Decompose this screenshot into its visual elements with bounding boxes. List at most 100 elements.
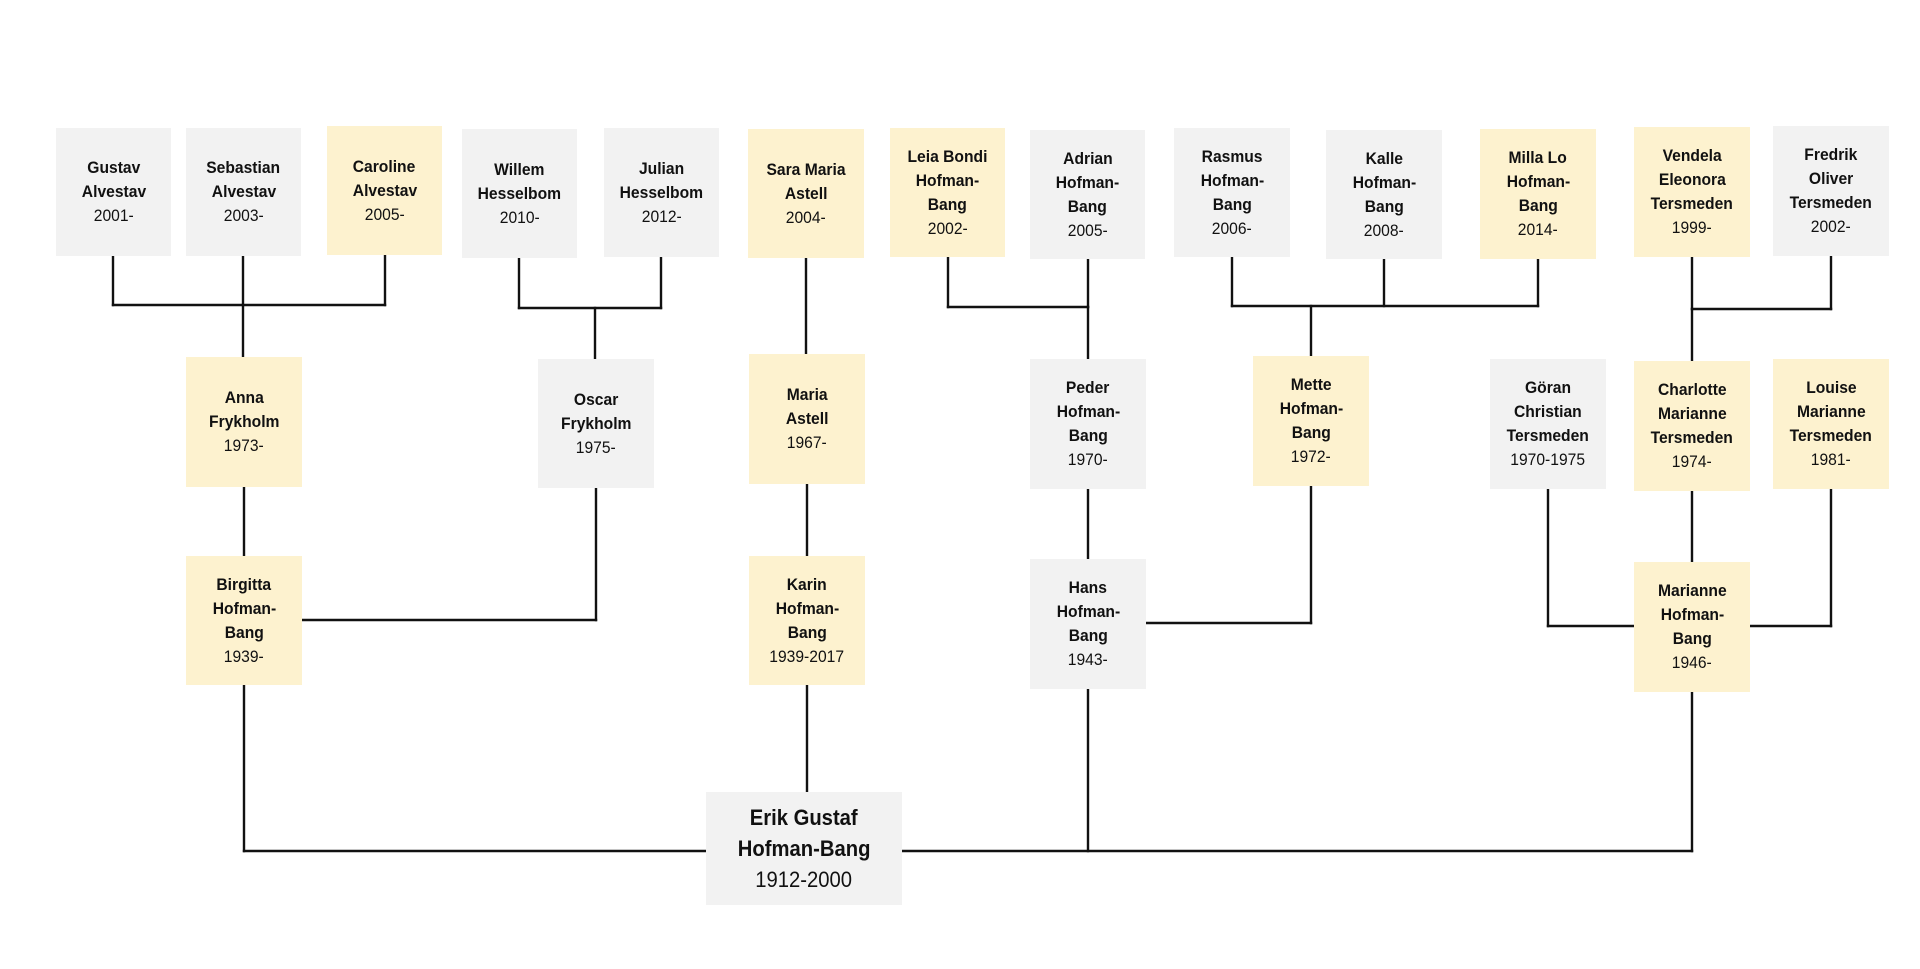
person-years: 2003-: [223, 206, 264, 225]
person-name: Bang: [1364, 196, 1404, 216]
person-name: Marianne: [1657, 404, 1727, 423]
person-mette-hofman-bang: Mette Hofman- Bang 1972-: [1253, 356, 1369, 486]
person-name: Hofman-: [775, 598, 839, 618]
person-years: 2006-: [1211, 218, 1252, 238]
person-name: Alvestav: [352, 180, 417, 200]
person-adrian-hofman-bang: Adrian Hofman- Bang 2005-: [1030, 130, 1145, 259]
person-years: 1981-: [1810, 450, 1851, 469]
person-sebastian-alvestav: Sebastian Alvestav 2003-: [186, 128, 301, 256]
person-willem-hesselbom: Willem Hesselbom 2010-: [462, 129, 577, 258]
person-name: Adrian: [1062, 148, 1113, 168]
person-years: 2014-: [1517, 220, 1558, 239]
person-years: 1999-: [1671, 218, 1712, 237]
person-caroline-alvestav: Caroline Alvestav 2005-: [327, 126, 442, 255]
person-years: 2002-: [1810, 217, 1851, 236]
person-name: Louise: [1805, 378, 1857, 397]
person-julian-hesselbom: Julian Hesselbom 2012-: [604, 128, 719, 257]
person-years: 2002-: [927, 218, 968, 238]
person-goran-christian-tersmeden: Göran Christian Tersmeden 1970-1975: [1490, 359, 1606, 489]
person-name: Hofman-Bang: [737, 836, 871, 861]
person-oscar-frykholm: Oscar Frykholm 1975-: [538, 359, 654, 488]
person-milla-lo-hofman-bang: Milla Lo Hofman- Bang 2014-: [1480, 129, 1596, 259]
person-name: Julian: [638, 158, 685, 178]
person-name: Maria: [786, 385, 828, 404]
person-name: Oscar: [573, 389, 619, 409]
person-name: Tersmeden: [1789, 193, 1873, 212]
person-years: 1946-: [1671, 653, 1712, 672]
person-charlotte-marianne-tersmeden: Charlotte Marianne Tersmeden 1974-: [1634, 361, 1750, 491]
person-name: Tersmeden: [1789, 426, 1873, 445]
person-fredrik-oliver-tersmeden: Fredrik Oliver Tersmeden 2002-: [1773, 126, 1889, 256]
person-years: 2004-: [785, 207, 826, 227]
person-years: 1943-: [1067, 650, 1108, 669]
person-years: 1972-: [1290, 447, 1331, 466]
person-years: 2012-: [641, 206, 682, 226]
person-name: Sebastian: [206, 158, 281, 177]
person-name: Caroline: [353, 156, 416, 176]
person-vendela-eleonora-tersmeden: Vendela Eleonora Tersmeden 1999-: [1634, 127, 1750, 257]
person-peder-hofman-bang: Peder Hofman- Bang 1970-: [1030, 359, 1146, 489]
person-name: Hofman-: [1279, 399, 1343, 418]
person-rasmus-hofman-bang: Rasmus Hofman- Bang 2006-: [1174, 128, 1290, 257]
person-name: Charlotte: [1657, 380, 1727, 399]
person-name: Hofman-: [1506, 172, 1570, 191]
person-anna-frykholm: Anna Frykholm 1973-: [186, 357, 302, 487]
person-gustav-alvestav: Gustav Alvestav 2001-: [56, 128, 171, 256]
person-name: Frykholm: [208, 412, 280, 431]
person-name: Kalle: [1365, 148, 1403, 168]
person-name: Hofman-: [212, 598, 276, 618]
person-name: Birgitta: [216, 574, 272, 594]
person-name: Hofman-: [1352, 172, 1416, 192]
person-sara-maria-astell: Sara Maria Astell 2004-: [748, 129, 864, 258]
person-name: Bang: [1291, 423, 1331, 442]
person-years: 2010-: [499, 207, 540, 227]
person-name: Leia Bondi: [907, 146, 988, 166]
person-name: Christian: [1514, 402, 1582, 421]
person-name: Hofman-: [1055, 172, 1120, 192]
person-erik-gustaf-hofman-bang: Erik Gustaf Hofman-Bang 1912-2000: [706, 792, 902, 905]
person-name: Milla Lo: [1508, 148, 1568, 167]
person-name: Marianne: [1657, 581, 1727, 600]
person-name: Oliver: [1808, 169, 1854, 188]
person-name: Erik Gustaf: [750, 805, 858, 830]
person-years: 1974-: [1671, 452, 1712, 471]
person-name: Mette: [1290, 375, 1332, 394]
person-name: Hofman-: [1056, 602, 1120, 621]
person-name: Gustav: [86, 158, 141, 177]
person-name: Bang: [1067, 196, 1108, 216]
person-years: 1967-: [786, 433, 827, 452]
person-name: Hans: [1068, 578, 1108, 597]
person-name: Marianne: [1796, 402, 1866, 421]
person-name: Bang: [1068, 626, 1108, 645]
person-name: Hofman-: [1660, 605, 1724, 624]
person-name: Willem: [494, 159, 545, 179]
person-name: Anna: [224, 388, 264, 407]
person-years: 2008-: [1363, 220, 1404, 240]
person-years: 2005-: [364, 204, 405, 224]
person-name: Alvestav: [211, 182, 276, 201]
person-years: 1975-: [575, 437, 616, 457]
person-name: Tersmeden: [1650, 428, 1734, 447]
person-name: Eleonora: [1658, 170, 1726, 189]
person-years: 1939-: [223, 646, 264, 666]
person-name: Tersmeden: [1506, 426, 1590, 445]
person-years: 2001-: [93, 206, 134, 225]
person-leia-bondi-hofman-bang: Leia Bondi Hofman- Bang 2002-: [890, 128, 1005, 257]
person-name: Karin: [787, 574, 827, 594]
person-name: Hofman-: [1200, 170, 1264, 190]
person-name: Bang: [787, 622, 827, 642]
person-name: Hofman-: [915, 170, 980, 190]
person-years: 1912-2000: [755, 867, 853, 892]
person-name: Alvestav: [81, 182, 146, 201]
person-name: Rasmus: [1201, 146, 1263, 166]
person-years: 1973-: [223, 436, 264, 455]
person-birgitta-hofman-bang: Birgitta Hofman- Bang 1939-: [186, 556, 302, 685]
person-years: 1939-2017: [769, 646, 845, 666]
person-hans-hofman-bang: Hans Hofman- Bang 1943-: [1030, 559, 1146, 689]
person-kalle-hofman-bang: Kalle Hofman- Bang 2008-: [1326, 130, 1442, 259]
person-years: 1970-1975: [1510, 450, 1586, 469]
person-name: Bang: [1518, 196, 1558, 215]
person-name: Peder: [1066, 378, 1110, 397]
